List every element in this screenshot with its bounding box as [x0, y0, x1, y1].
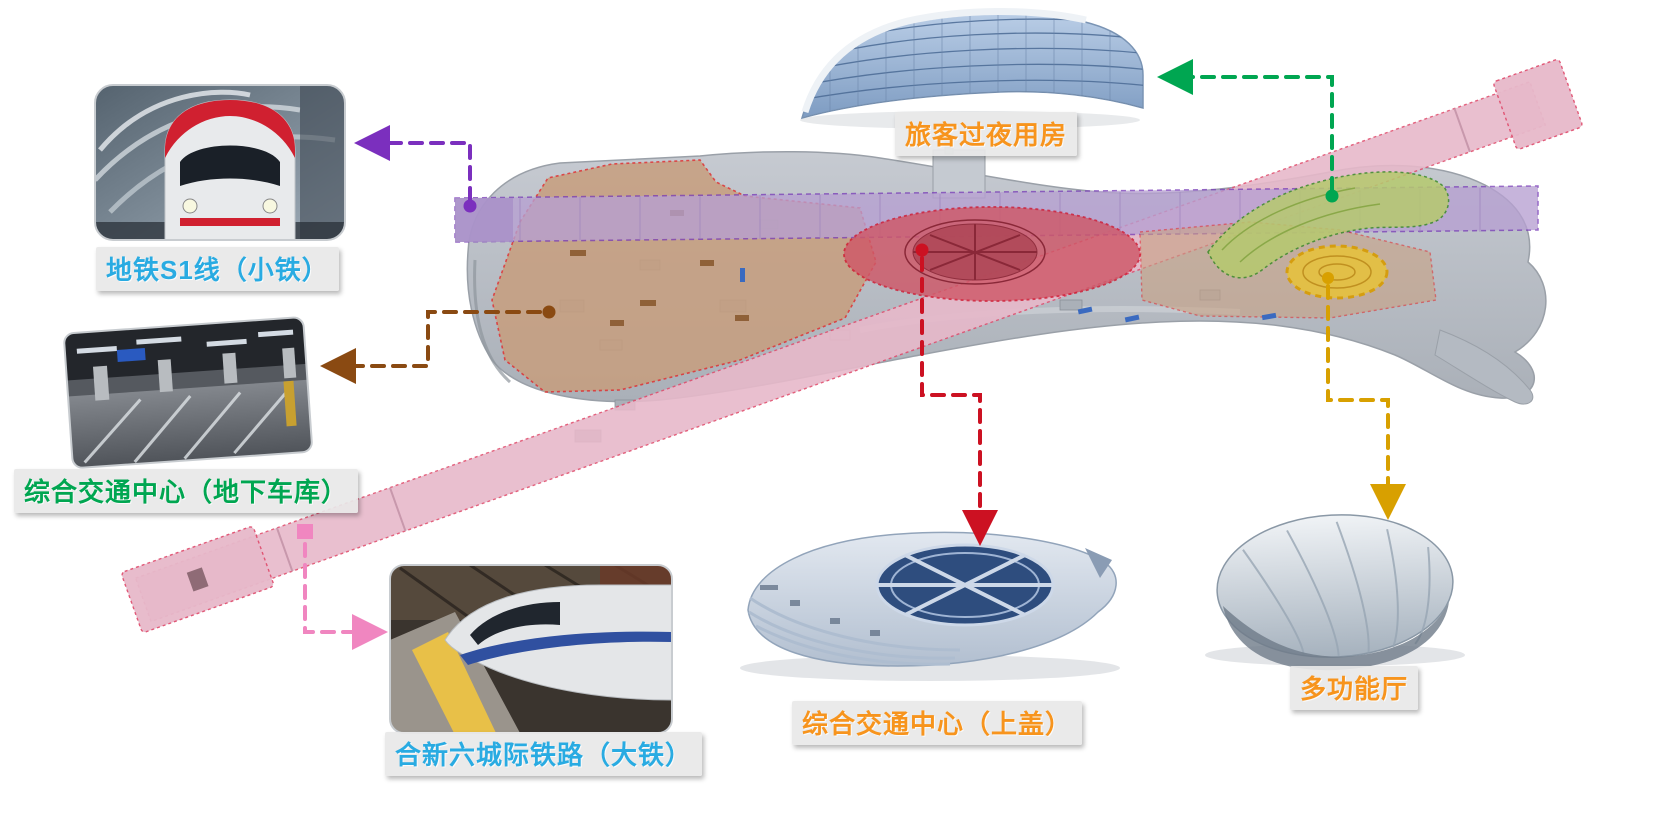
label-transport-center-garage: 综合交通中心（地下车库）: [14, 469, 359, 513]
label-intercity-rail: 合新六城际铁路（大铁）: [385, 732, 703, 776]
metro-train-photo-border: [94, 84, 346, 241]
multifunction-hall-region: [1285, 244, 1389, 300]
arrow-garage: [320, 310, 542, 384]
arrow-intercity: [303, 542, 388, 650]
arrow-hall: [1326, 284, 1406, 520]
cover-region: [843, 206, 1141, 302]
cover-building-render: [740, 531, 1120, 681]
label-multifunction-hall: 多功能厅: [1290, 666, 1419, 710]
label-transport-center-cover: 综合交通中心（上盖）: [792, 701, 1083, 745]
intercity-train-photo: [390, 565, 672, 733]
arrow-cover: [920, 256, 998, 546]
garage-photo: [63, 316, 313, 469]
label-overnight-rooms: 旅客过夜用房: [895, 112, 1078, 156]
arrow-origin-dots: [297, 189, 1339, 539]
metro-train-photo: [95, 85, 345, 240]
overnight-rooms-region: [1207, 171, 1450, 279]
hall-building-render: [1205, 514, 1465, 671]
arrow-overnight: [1157, 59, 1334, 192]
arrow-metro-s1: [354, 125, 472, 202]
skylight-marks: [740, 268, 1277, 323]
label-metro-s1: 地铁S1线（小铁）: [96, 247, 339, 291]
